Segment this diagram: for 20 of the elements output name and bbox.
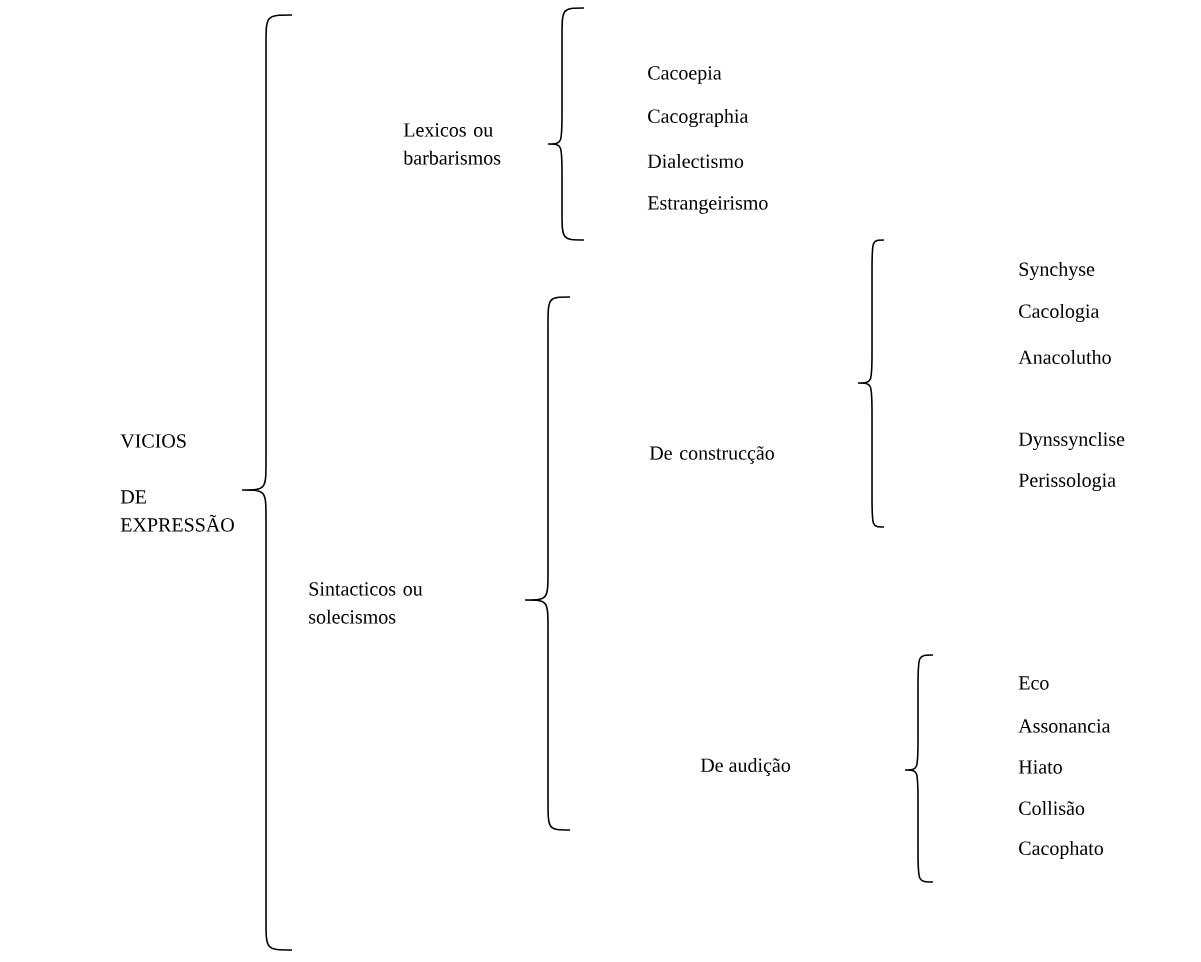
label-text: Assonancia (1018, 719, 1111, 733)
label-text: De audição (700, 757, 791, 777)
label-text: Cacoepia (648, 66, 722, 84)
label-text: Synchyse (1019, 261, 1095, 281)
label-text: Anacolutho (1018, 349, 1111, 365)
label-text: Dialectismo (647, 153, 744, 168)
label-text: Collisão (1019, 800, 1085, 816)
label-text: De construcção (649, 446, 774, 464)
label-text: Estrangeirismo (647, 196, 768, 214)
label-text: DE EXPRESSÃO (120, 490, 234, 532)
label-text: Hiato (1018, 760, 1062, 774)
label-text: Perissologia (1018, 472, 1116, 492)
label-text: Cacophato (1019, 840, 1104, 860)
label-text: VICIOS (120, 434, 186, 448)
label-text: Lexicos ou barbarismos (403, 123, 501, 165)
label-text: Eco (1018, 676, 1049, 690)
label-text: Cacologia (1019, 303, 1100, 323)
label-text: Dynssynclise (1018, 431, 1125, 451)
label-text: Sintacticos ou solecismos (309, 582, 423, 624)
label-text: Cacographia (648, 108, 749, 128)
